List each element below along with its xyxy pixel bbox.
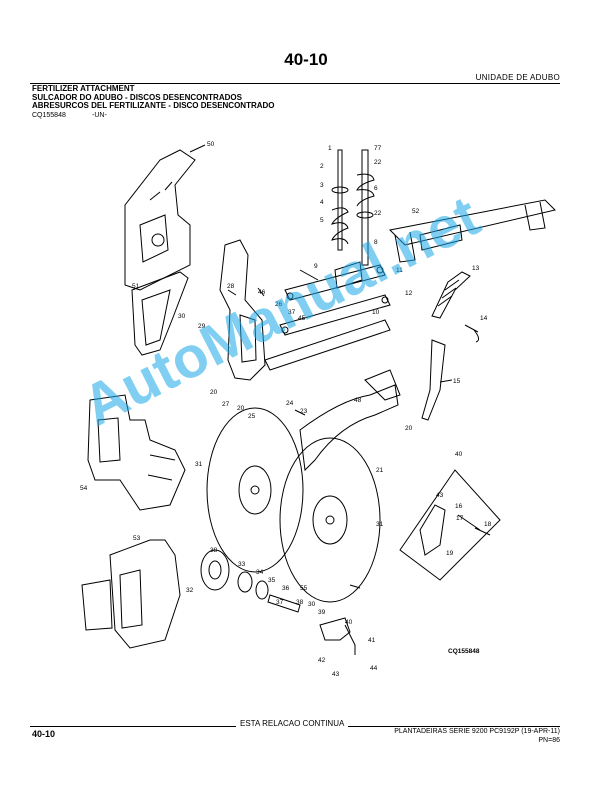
exploded-parts-diagram: 50 51 28 1 2 3 4 5 77 22 6 22 8 9 11 12 … — [80, 141, 556, 678]
callout: 43 — [436, 492, 444, 499]
callout: 54 — [80, 485, 88, 492]
callout: 46 — [258, 289, 266, 296]
callout: 8 — [374, 239, 378, 246]
title-line-en: FERTILIZER ATTACHMENT — [32, 84, 135, 93]
callout: 20 — [210, 389, 218, 396]
callout: 40 — [345, 619, 353, 626]
callout: 39 — [318, 609, 326, 616]
callout: 35 — [268, 577, 276, 584]
callout: 15 — [453, 378, 461, 385]
callout: 31 — [376, 521, 384, 528]
callout: 36 — [282, 585, 290, 592]
callout: 41 — [368, 637, 376, 644]
callout: 30 — [308, 601, 316, 608]
callout: 17 — [456, 515, 464, 522]
callout: 2 — [320, 163, 324, 170]
callout: 45 — [298, 315, 306, 322]
callout: 30 — [178, 313, 186, 320]
callout: 25 — [248, 413, 256, 420]
callout: 34 — [256, 569, 264, 576]
footer-page-number: 40-10 — [32, 729, 56, 739]
callout: 22 — [374, 159, 382, 166]
callout: 27 — [222, 401, 230, 408]
section-label: UNIDADE DE ADUBO — [475, 73, 560, 82]
diagram-image-code: CQ155848 — [448, 648, 480, 655]
reference-code: CQ155848 — [32, 112, 66, 119]
callout: 12 — [405, 290, 413, 297]
callout: 43 — [332, 671, 340, 678]
callout: 51 — [132, 283, 140, 290]
callout: 5 — [320, 217, 324, 224]
callout: 40 — [455, 451, 463, 458]
callout: 29 — [198, 323, 206, 330]
callout: 6 — [374, 185, 378, 192]
callout: 55 — [300, 585, 308, 592]
callout: 21 — [376, 467, 384, 474]
callout: 77 — [374, 145, 382, 152]
callout: 38 — [296, 599, 304, 606]
title-line-es: ABRESURCOS DEL FERTILIZANTE - DISCO DESE… — [32, 101, 275, 111]
callout: 50 — [207, 141, 215, 148]
title-line-pt: SULCADOR DO ADUBO - DISCOS DESENCONTRADO… — [32, 92, 242, 102]
callout: 13 — [472, 265, 480, 272]
callout: 3 — [320, 182, 324, 189]
callout: 48 — [354, 397, 362, 404]
callout: 52 — [412, 208, 420, 215]
callout: 19 — [446, 550, 454, 557]
callout: 20 — [237, 405, 245, 412]
footer-pn: PN=86 — [538, 737, 560, 744]
callout: 32 — [186, 587, 194, 594]
callout: 37 — [288, 309, 296, 316]
callout: 38 — [210, 547, 218, 554]
callout: 26 — [275, 301, 283, 308]
header-rule — [30, 83, 560, 84]
callout: 18 — [484, 521, 492, 528]
callout: 14 — [480, 315, 488, 322]
continuation-note: ESTA RELACAO CONTINUA — [236, 719, 349, 728]
callout: 28 — [227, 283, 235, 290]
callout: 23 — [300, 408, 308, 415]
callout: 33 — [238, 561, 246, 568]
callout: 37 — [276, 599, 284, 606]
callout: 10 — [372, 309, 380, 316]
callout: 11 — [396, 267, 403, 274]
title-block: FERTILIZER ATTACHMENT SULCADOR DO ADUBO … — [32, 84, 275, 111]
footer-publication-info: PLANTADEIRAS SERIE 9200 PC9192P (19-APR-… — [394, 728, 560, 735]
callout: 1 — [328, 145, 332, 152]
callout: 44 — [370, 665, 378, 672]
callout: 16 — [455, 503, 463, 510]
callout: 22 — [374, 210, 382, 217]
reference-unit: -UN- — [92, 112, 107, 119]
page-title: 40-10 — [284, 50, 328, 69]
callout: 24 — [286, 400, 294, 407]
callout: 20 — [405, 425, 413, 432]
callout: 31 — [195, 461, 203, 468]
callout: 9 — [314, 263, 318, 270]
callout: 53 — [133, 535, 141, 542]
callout: 42 — [318, 657, 326, 664]
callout: 4 — [320, 199, 324, 206]
